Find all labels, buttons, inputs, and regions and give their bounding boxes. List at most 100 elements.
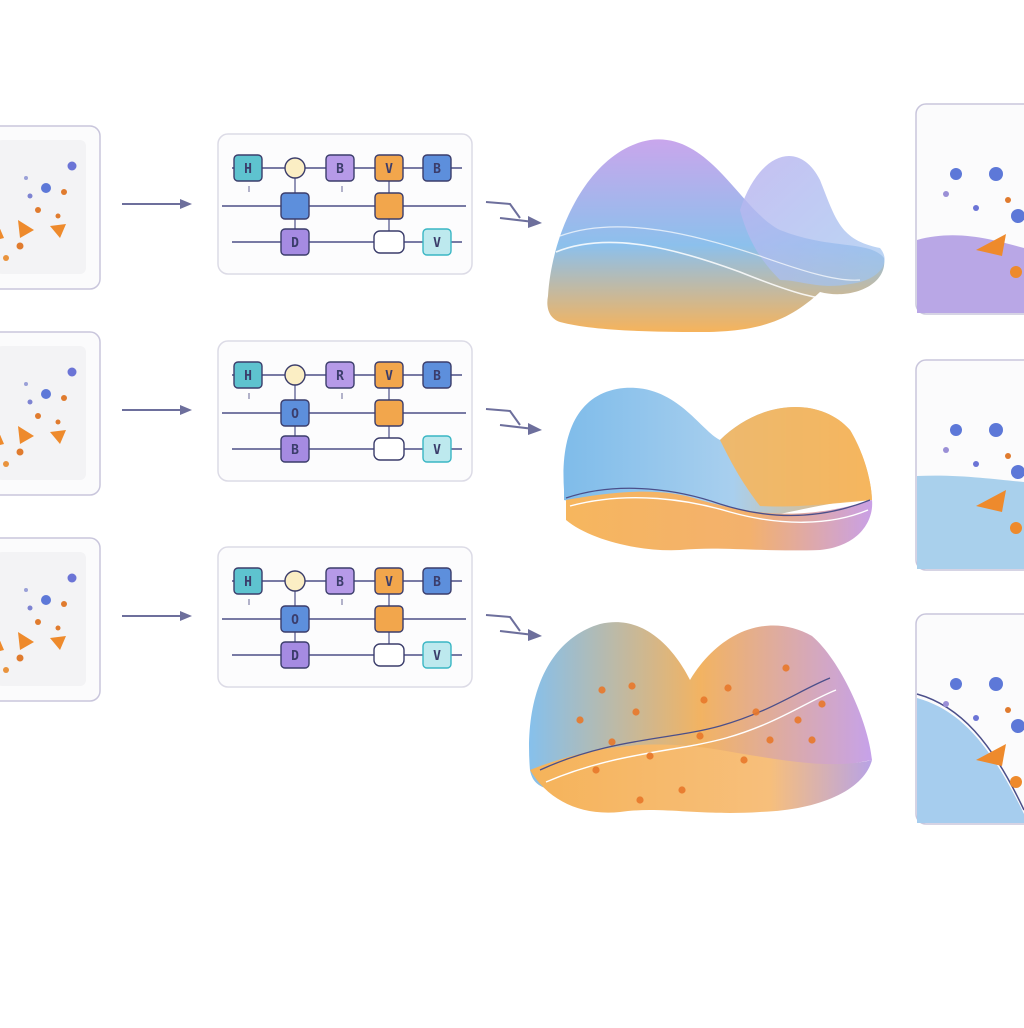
scatter-point [3,461,9,467]
contour-line [565,487,871,517]
scatter-point [41,183,51,193]
scatter-point [61,601,67,607]
gate-label: V [433,443,441,458]
result-point [973,715,979,721]
scatter-point [24,176,28,180]
scatter-point [35,413,41,419]
input-panel-inner [0,140,86,274]
input-panel-inner [0,346,86,480]
result-point [1011,465,1024,479]
gate [422,641,452,669]
gate [374,399,404,427]
gate [280,641,310,669]
gate [280,399,310,427]
scatter-point [628,682,636,690]
scatter-point [67,367,77,377]
result-point [1011,209,1024,223]
input-panel-inner [0,552,86,686]
result-point [989,167,1003,181]
gate [280,605,310,633]
arrow-head [528,423,542,435]
gate-label: R [336,369,344,384]
result-point [1005,453,1011,459]
scatter-triangle [0,640,4,651]
result-point [950,168,962,180]
surface-base [530,744,872,813]
result-point [1010,522,1022,534]
scatter-point [41,595,51,605]
control-node [284,570,306,592]
gate [374,154,404,182]
gate [422,228,452,256]
scatter-point [3,667,9,673]
scatter-point [678,786,686,794]
surface-peak [720,407,872,507]
scatter-point [782,664,790,672]
arrow-head [180,199,192,209]
surface-3 [529,622,872,813]
surface-base [566,491,873,551]
result-triangle [976,234,1006,256]
scatter-point [818,700,826,708]
scatter-point [67,573,77,583]
result-region [917,698,1024,823]
gate-label: V [385,369,393,384]
surface [547,139,885,332]
scatter-point [794,716,802,724]
scatter-point [16,242,24,250]
scatter-point [67,161,77,171]
gate-label: V [385,575,393,590]
gate-label: H [244,575,252,590]
result-point [943,447,949,453]
arrow-head [180,611,192,621]
result-point [950,678,962,690]
result-region [917,475,1024,569]
scatter-triangle [18,426,34,444]
scatter-point [608,738,616,746]
arrow-line [485,201,521,219]
measure-box [373,437,405,461]
scatter-triangle [50,224,66,238]
result-triangle [976,744,1006,766]
scatter-point [27,399,33,405]
scatter-point [740,756,748,764]
gate [280,192,310,220]
contour-line [539,677,831,771]
scatter-point [808,736,816,744]
result-point [943,191,949,197]
gate [233,361,263,389]
result-point [943,701,949,707]
gate-label: V [433,236,441,251]
gate-label: O [291,407,299,422]
surface-fold [740,156,885,286]
gate [422,435,452,463]
control-node [284,364,306,386]
gate-label: H [244,162,252,177]
scatter-point [724,684,732,692]
gate-label: B [433,162,441,177]
scatter-point [576,716,584,724]
scatter-point [41,389,51,399]
gate [325,567,355,595]
gate-label: D [291,236,299,251]
measure-box [373,643,405,667]
result-triangle [976,490,1006,512]
scatter-point [61,395,67,401]
contour-line [559,226,861,281]
result-point [1010,266,1022,278]
result-point [973,461,979,467]
gate [325,361,355,389]
scatter-triangle [0,434,4,445]
scatter-point [3,255,9,261]
gate [374,192,404,220]
scatter-point [16,448,24,456]
result-point [973,205,979,211]
scatter-point [16,654,24,662]
gate-label: H [244,369,252,384]
surface-2 [563,387,873,551]
scatter-point [35,207,41,213]
surface-1 [547,139,885,332]
